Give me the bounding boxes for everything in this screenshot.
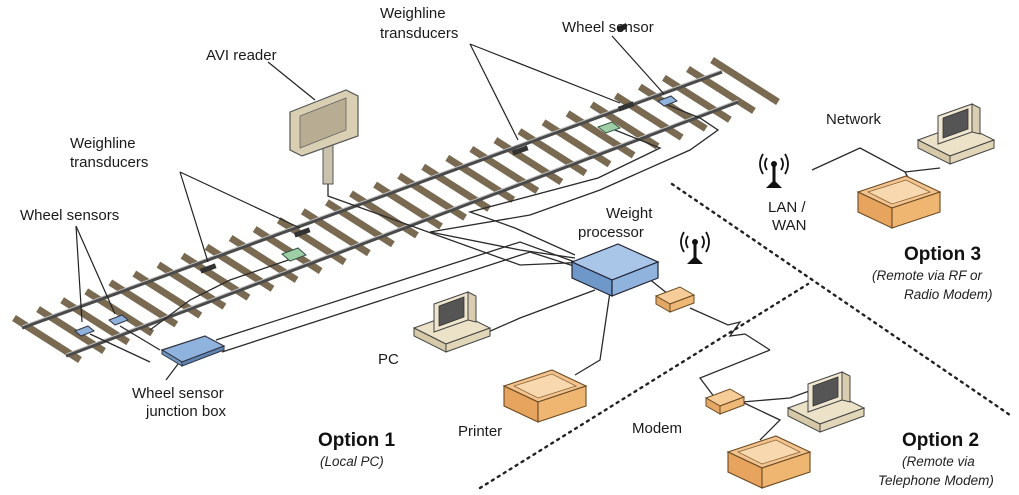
wheel-sensors-left	[74, 314, 129, 337]
leader-lines	[75, 35, 665, 381]
option2-subtitle-1: (Remote via	[902, 454, 975, 469]
weight-processor-label-2: processor	[578, 224, 644, 241]
avi-reader-label: AVI reader	[206, 47, 277, 64]
rail-right	[65, 100, 739, 358]
wheel-sensors-label: Wheel sensors	[20, 207, 119, 224]
printer-remote-modem	[726, 435, 812, 489]
weighline-transducers-top-label-1: Weighline	[380, 5, 446, 22]
option1-subtitle: (Local PC)	[320, 454, 384, 469]
railroad-tie	[397, 172, 467, 221]
railroad-tie	[710, 57, 780, 105]
option3-title: Option 3	[904, 244, 981, 265]
printer-local	[502, 369, 588, 423]
wheel-sensor-junction-box	[160, 335, 226, 367]
wheel-sensor-label: Wheel sensor	[562, 19, 654, 36]
option3-subtitle-2: Radio Modem)	[904, 287, 993, 302]
railroad-tie	[493, 137, 564, 186]
weighline-transducers-left	[199, 227, 311, 274]
divider-option1-2	[478, 282, 810, 490]
railroad-tie	[421, 163, 492, 212]
lan-wan-label-2: WAN	[772, 217, 806, 234]
weighline-transducers-top-label-2: transducers	[380, 25, 458, 42]
railroad-tie	[565, 110, 636, 159]
railroad-tie	[541, 119, 612, 168]
railroad-tie	[469, 146, 540, 194]
option2-title: Option 2	[902, 430, 979, 451]
weighline-transducers-left-label-2: transducers	[70, 154, 148, 171]
wheel-sensor-right	[657, 95, 678, 107]
pc-local-computer	[412, 291, 492, 353]
railroad-tie	[373, 181, 443, 230]
railroad-tie	[517, 128, 588, 177]
pc-remote-network-computer	[916, 103, 996, 165]
railroad-tie	[325, 199, 395, 248]
weight-processor-label-1: Weight	[606, 205, 653, 222]
junction-box-label-1: Wheel sensor	[132, 385, 224, 402]
avi-reader	[289, 89, 359, 185]
junction-box-label-2: junction box	[145, 403, 227, 420]
divider-option3	[670, 182, 1012, 417]
rail-left	[21, 70, 723, 330]
cables	[89, 103, 941, 441]
lan-wan-label-1: LAN /	[768, 199, 806, 216]
railway-track	[12, 57, 780, 363]
antenna-icon	[680, 231, 710, 264]
option1-title: Option 1	[318, 430, 395, 451]
network-label: Network	[826, 111, 882, 128]
option3-subtitle-1: (Remote via RF or	[872, 268, 983, 283]
railroad-tie	[589, 101, 660, 150]
pc-remote-modem-computer	[786, 371, 866, 433]
printer-remote-network	[856, 175, 942, 229]
modem-box-processor	[654, 286, 696, 313]
antenna-icon	[759, 153, 789, 188]
modem-box-remote	[704, 388, 746, 415]
pc-label: PC	[378, 351, 399, 368]
modem-label: Modem	[632, 420, 682, 437]
weight-processor	[570, 23, 660, 297]
railroad-tie	[445, 154, 516, 203]
railroad-tie	[613, 92, 684, 141]
option2-subtitle-2: Telephone Modem)	[878, 473, 994, 488]
weighline-transducers-right	[511, 101, 635, 156]
railroad-tie	[349, 190, 419, 239]
railroad-tie	[686, 65, 756, 114]
railroad-tie	[661, 74, 732, 123]
printer-label: Printer	[458, 423, 502, 440]
weighline-transducers-left-label-1: Weighline	[70, 135, 136, 152]
